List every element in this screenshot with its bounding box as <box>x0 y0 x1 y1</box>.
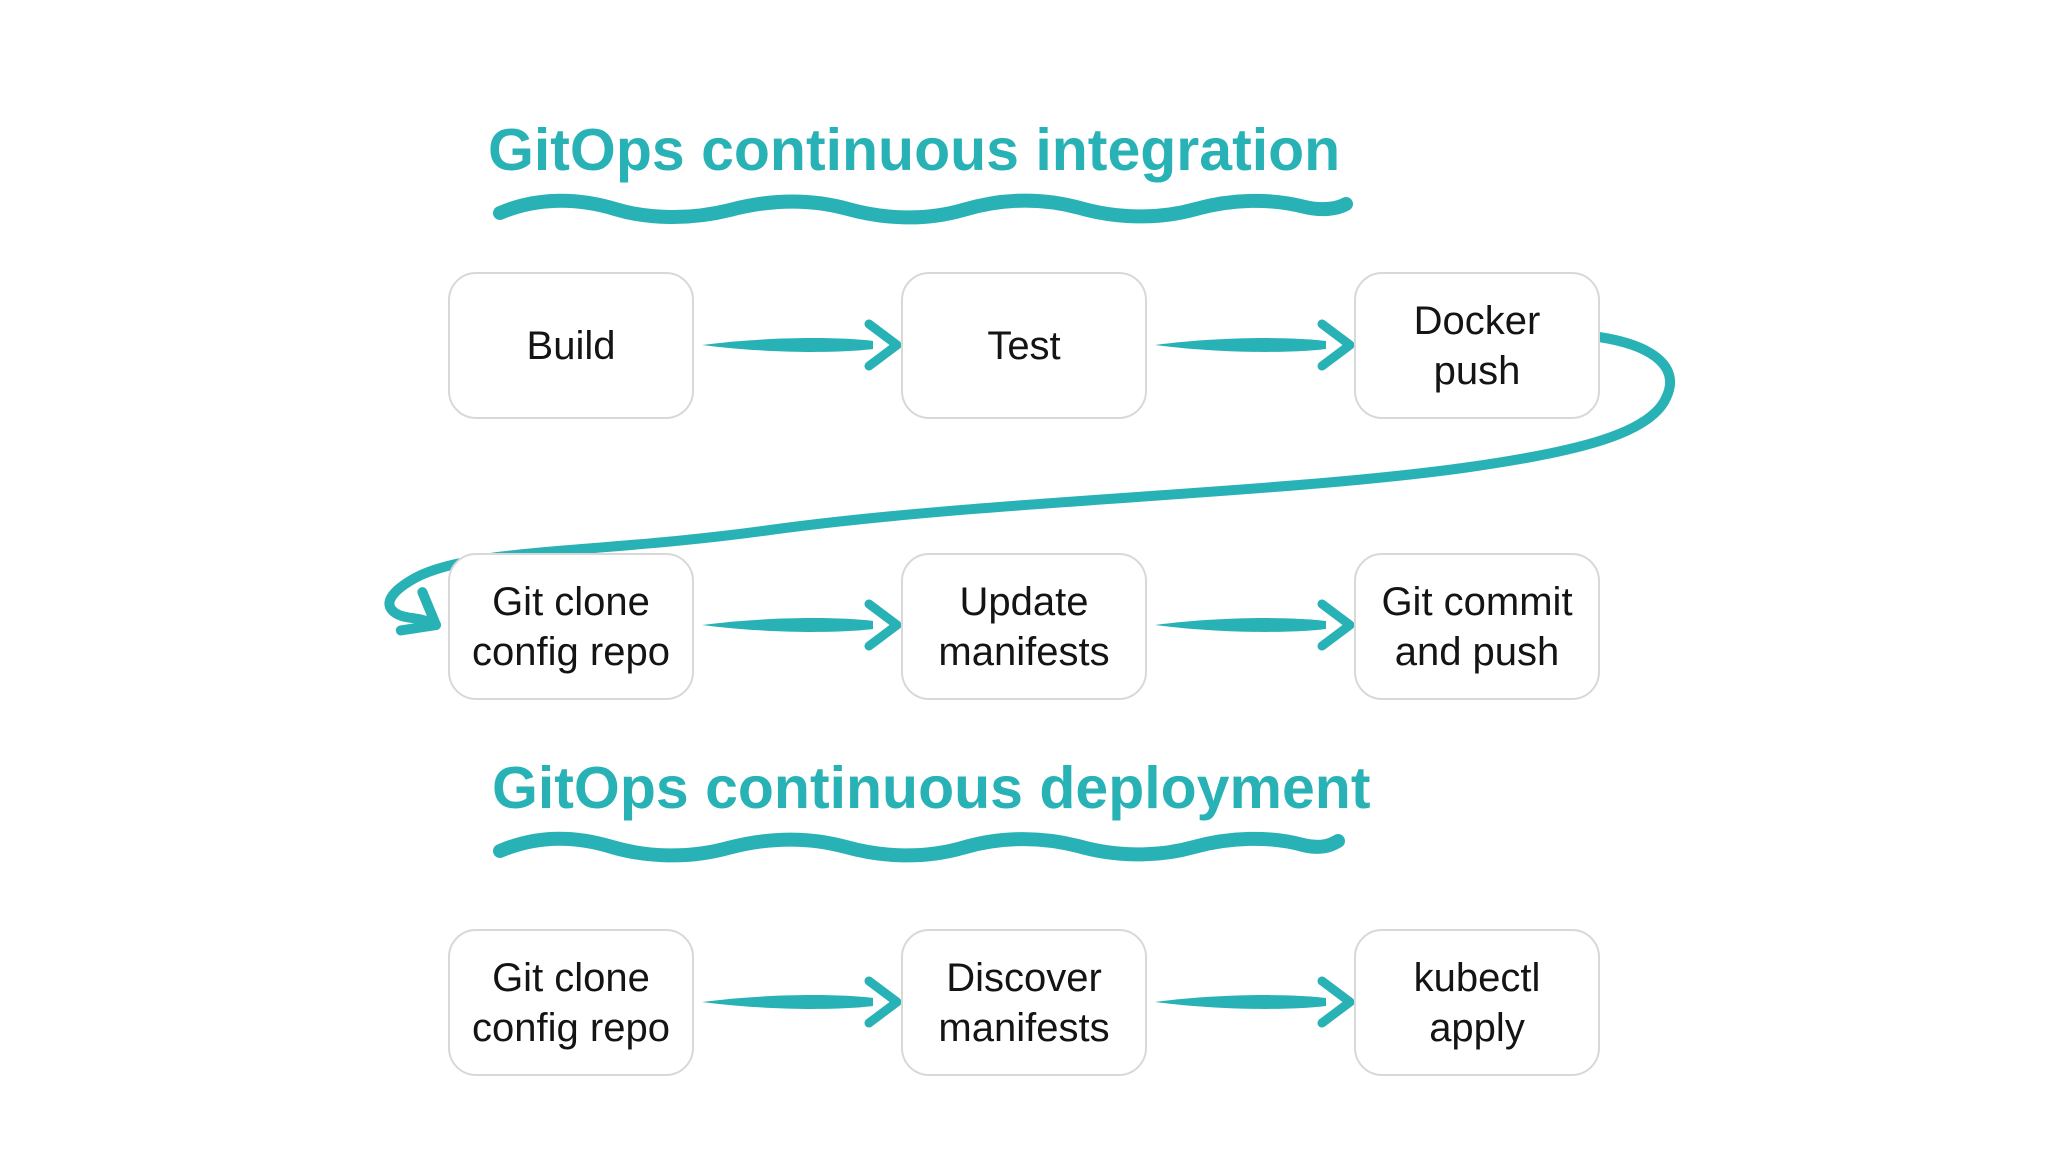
node-label: apply <box>1429 1005 1525 1050</box>
arrow-test-to-docker-push <box>1155 319 1355 371</box>
node-label: Update <box>959 579 1089 624</box>
node-label: manifests <box>938 629 1110 674</box>
node-label: Docker <box>1413 298 1541 343</box>
node-kubectl-apply: kubectl apply <box>1354 929 1600 1076</box>
node-label: push <box>1433 348 1521 393</box>
node-label: manifests <box>938 1005 1110 1050</box>
node-build: Build <box>448 272 694 419</box>
node-discover-manifests: Discover manifests <box>901 929 1147 1076</box>
node-test: Test <box>901 272 1147 419</box>
arrow-update-manifests-to-git-commit <box>1155 599 1355 651</box>
node-label: Build <box>526 323 616 368</box>
node-label: kubectl <box>1413 955 1541 1000</box>
node-label: Discover <box>946 955 1102 1000</box>
arrow-discover-manifests-to-kubectl-apply <box>1155 976 1355 1028</box>
node-label: Git commit <box>1381 579 1573 624</box>
node-docker-push: Docker push <box>1354 272 1600 419</box>
node-label: Git clone <box>492 579 650 624</box>
node-git-clone-config-repo-cd: Git clone config repo <box>448 929 694 1076</box>
node-git-commit-and-push: Git commit and push <box>1354 553 1600 700</box>
ci-section-title: GitOps continuous integration <box>488 117 1341 183</box>
arrow-build-to-test <box>702 319 902 371</box>
node-label: Git clone <box>492 955 650 1000</box>
node-label: and push <box>1394 629 1560 674</box>
node-git-clone-config-repo: Git clone config repo <box>448 553 694 700</box>
arrow-git-clone-to-discover-manifests <box>702 976 902 1028</box>
arrow-git-clone-to-update-manifests <box>702 599 902 651</box>
node-label: config repo <box>472 629 670 674</box>
title-underline-cd <box>493 831 1345 863</box>
cd-section-title: GitOps continuous deployment <box>492 755 1371 821</box>
node-label: Test <box>987 323 1061 368</box>
node-label: config repo <box>472 1005 670 1050</box>
title-underline-ci <box>493 193 1353 225</box>
node-update-manifests: Update manifests <box>901 553 1147 700</box>
